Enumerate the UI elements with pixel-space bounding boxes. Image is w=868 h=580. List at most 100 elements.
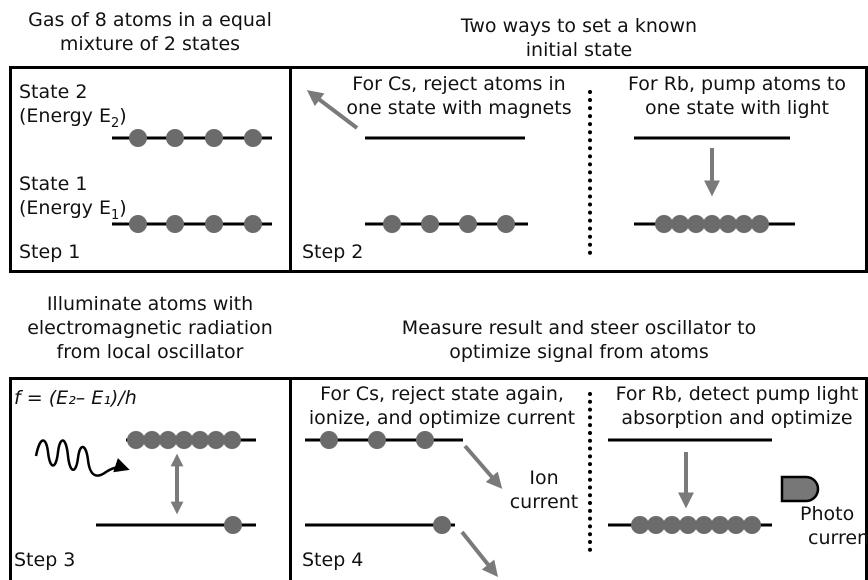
atom [166, 129, 184, 147]
rb-pump-text-line-1: For Rb, pump atoms to [627, 73, 847, 95]
step3-lower-level [96, 516, 256, 534]
step3-upper-level [126, 431, 256, 449]
ion-current-label-line-1: Ion [529, 467, 559, 489]
cs-reject-arrow [306, 90, 359, 130]
atom [711, 516, 729, 534]
atom [703, 215, 721, 233]
state-1-energy-suffix: ) [119, 197, 127, 219]
step-4-label: Step 4 [302, 549, 364, 571]
step1-state2-level [112, 129, 272, 147]
atom [383, 215, 401, 233]
photodetector-icon [780, 475, 820, 503]
top-panel-divider [289, 66, 292, 273]
step-2-label: Step 2 [302, 241, 364, 263]
rb-lower-level [634, 215, 795, 233]
reject-deflect-arrow [460, 530, 498, 577]
state-1-energy: (Energy E1) [19, 196, 127, 223]
atom [127, 431, 145, 449]
state-2-energy: (Energy E2) [19, 104, 127, 131]
gas-caption-line-2: mixture of 2 states [59, 33, 241, 55]
atom [320, 431, 338, 449]
step-3-label: Step 3 [14, 549, 76, 571]
atom [695, 516, 713, 534]
cs-lower-level [365, 215, 528, 233]
rb-detect-text-line-2: absorption and optimize [621, 407, 853, 429]
atom [743, 516, 761, 534]
atom [663, 516, 681, 534]
measure-caption: Measure result and steer oscillator to o… [290, 316, 868, 364]
atom [223, 431, 241, 449]
atom [655, 215, 673, 233]
atom [631, 516, 649, 534]
atom [719, 215, 737, 233]
cs-step4-upper-level [305, 431, 463, 449]
radiation-wave-icon [34, 439, 130, 477]
cs-reject-text: For Cs, reject atoms in one state with m… [340, 72, 578, 120]
atom [129, 215, 147, 233]
ion-current-label-line-2: current [509, 491, 579, 513]
atom [175, 431, 193, 449]
step-1-label: Step 1 [19, 241, 81, 263]
cs-reject-text-line-1: For Cs, reject atoms in [352, 73, 566, 95]
rb-pump-text: For Rb, pump atoms to one state with lig… [612, 72, 862, 120]
state-1-energy-prefix: (Energy E [19, 197, 111, 219]
frequency-formula: f = (E₂– E₁)/h [14, 387, 137, 409]
atom [497, 215, 515, 233]
measure-caption-line-2: optimize signal from atoms [449, 341, 709, 363]
initial-state-caption-line-2: initial state [525, 39, 633, 61]
atom [159, 431, 177, 449]
top-dotted-divider [588, 90, 592, 255]
atom [205, 129, 223, 147]
photo-current-label-line-1: Photo [800, 503, 855, 525]
state-2-label: State 2 [19, 81, 88, 103]
cs-ionize-text-line-2: ionize, and optimize current [308, 407, 576, 429]
atom [244, 215, 262, 233]
illuminate-caption: Illuminate atoms with electromagnetic ra… [0, 292, 300, 364]
gas-caption: Gas of 8 atoms in a equal mixture of 2 s… [0, 8, 300, 56]
atom [671, 215, 689, 233]
bottom-panel-divider [289, 377, 292, 580]
ion-current-label: Ion current [504, 466, 584, 514]
cs-reject-text-line-2: one state with magnets [346, 97, 572, 119]
atom [727, 516, 745, 534]
atom [224, 516, 242, 534]
atom [416, 431, 434, 449]
atom [244, 129, 262, 147]
cs-ionize-text: For Cs, reject state again, ionize, and … [300, 382, 584, 430]
atom [679, 516, 697, 534]
atom [166, 215, 184, 233]
atom [459, 215, 477, 233]
photo-current-label-line-2: current [808, 527, 868, 549]
atom [368, 431, 386, 449]
ion-deflect-arrow [463, 444, 503, 489]
atom [433, 516, 451, 534]
rb-pump-text-line-2: one state with light [644, 97, 830, 119]
atom [735, 215, 753, 233]
atom [647, 516, 665, 534]
cs-ionize-text-line-1: For Cs, reject state again, [320, 383, 564, 405]
illuminate-caption-line-1: Illuminate atoms with [46, 293, 254, 315]
atom [207, 431, 225, 449]
rb-detect-text: For Rb, detect pump light absorption and… [606, 382, 868, 430]
atom [687, 215, 705, 233]
atom [143, 431, 161, 449]
photo-current-label: Photo current [796, 502, 868, 550]
bottom-dotted-divider [588, 392, 592, 552]
state-2-energy-prefix: (Energy E [19, 105, 111, 127]
rb-step4-lower-level [608, 516, 772, 534]
cs-step4-lower-level [305, 516, 455, 534]
step1-state1-level [112, 215, 272, 233]
top-panel [9, 66, 868, 273]
initial-state-caption-line-1: Two ways to set a known [460, 15, 698, 37]
rb-detect-text-line-1: For Rb, detect pump light [615, 383, 859, 405]
atom [129, 129, 147, 147]
state-1-energy-subscript: 1 [110, 208, 120, 223]
state-1-label: State 1 [19, 173, 88, 195]
illuminate-caption-line-3: from local oscillator [56, 341, 244, 363]
atom [751, 215, 769, 233]
illuminate-caption-line-2: electromagnetic radiation [27, 317, 273, 339]
atom [421, 215, 439, 233]
state-2-energy-suffix: ) [119, 105, 127, 127]
atom [191, 431, 209, 449]
